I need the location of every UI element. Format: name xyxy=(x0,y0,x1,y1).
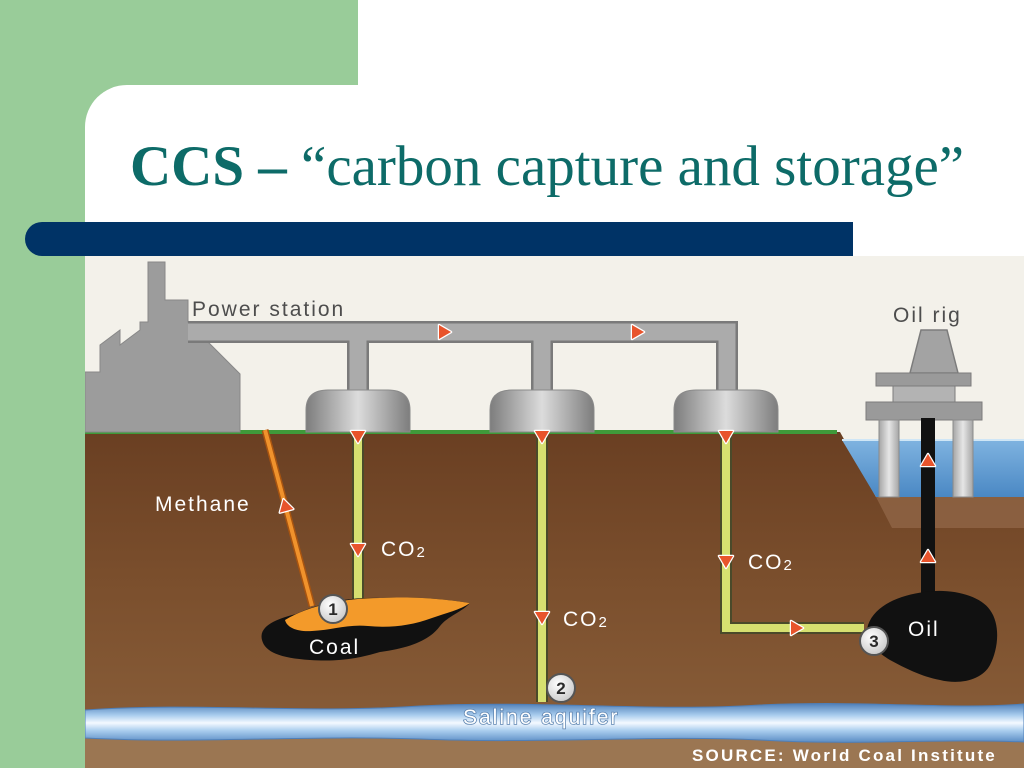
marker-1: 1 xyxy=(318,594,348,624)
slide-title-bold: CCS – xyxy=(130,135,287,198)
co2-pipe-3 xyxy=(720,432,864,634)
slide-title: CCS –“carbon capture and storage” xyxy=(130,138,964,195)
deep-strata xyxy=(85,738,1024,768)
oil-rig-left-leg xyxy=(878,419,900,498)
ccs-diagram: 1 2 3 Power station Oil rig Methane CO2 … xyxy=(85,256,1024,768)
flow-arrow-oil-2 xyxy=(919,548,937,564)
flow-arrow-co2-pipe-2 xyxy=(533,610,551,626)
flow-arrow-dome-2 xyxy=(533,429,551,445)
flow-arrow-dome-3 xyxy=(717,429,735,445)
co2-label-3-base: CO xyxy=(748,551,784,574)
seabed-band xyxy=(876,497,1024,528)
slide-title-rest: “carbon capture and storage” xyxy=(301,135,965,198)
saline-aquifer-label: Saline aquifer xyxy=(463,706,619,729)
title-underline-bar xyxy=(25,222,853,256)
co2-label-2-base: CO xyxy=(563,608,599,631)
co2-label-2-subscript: 2 xyxy=(599,614,609,631)
ground-surface-line xyxy=(85,430,837,434)
oil-rig-mid-deck xyxy=(892,385,956,403)
coal-label: Coal xyxy=(309,636,360,659)
power-station-label: Power station xyxy=(192,298,345,321)
capture-dome-2 xyxy=(489,389,595,433)
marker-1-number: 1 xyxy=(328,600,337,619)
co2-label-3-subscript: 2 xyxy=(784,557,794,574)
flow-arrow-co2-pipe-3-horizontal xyxy=(789,619,805,637)
flow-arrow-co2-pipe-1 xyxy=(349,542,367,558)
flow-arrow-dome-1 xyxy=(349,429,367,445)
methane-label: Methane xyxy=(155,493,251,516)
oil-reservoir xyxy=(867,590,998,682)
co2-label-3: CO2 xyxy=(748,551,794,574)
flow-arrow-methane xyxy=(278,497,295,514)
oil-label: Oil xyxy=(908,618,940,641)
marker-3-number: 3 xyxy=(869,632,878,651)
marker-2-number: 2 xyxy=(556,679,565,698)
flow-arrow-flue-1 xyxy=(437,323,453,341)
marker-3: 3 xyxy=(859,626,889,656)
oil-rig-upper-deck xyxy=(875,372,972,387)
capture-dome-1 xyxy=(305,389,411,433)
ground xyxy=(85,432,1024,768)
oil-rig-right-leg xyxy=(952,419,974,498)
oil-rig xyxy=(865,329,983,498)
co2-label-1-subscript: 2 xyxy=(417,544,427,561)
oil-rig-label: Oil rig xyxy=(893,304,962,327)
saline-aquifer-layer xyxy=(85,703,1024,743)
source-credit: SOURCE: World Coal Institute xyxy=(692,746,997,765)
methane-pipe xyxy=(261,429,316,607)
marker-2: 2 xyxy=(546,673,576,703)
flow-arrow-co2-pipe-3 xyxy=(717,554,735,570)
co2-label-1-base: CO xyxy=(381,538,417,561)
flue-gas-pipe xyxy=(188,321,738,396)
flow-arrow-oil-1 xyxy=(919,452,937,468)
co2-label-2: CO2 xyxy=(563,608,609,631)
co2-label-1: CO2 xyxy=(381,538,427,561)
flow-arrow-flue-2 xyxy=(630,323,646,341)
oil-rig-main-deck xyxy=(865,401,983,421)
capture-dome-3 xyxy=(673,389,779,433)
